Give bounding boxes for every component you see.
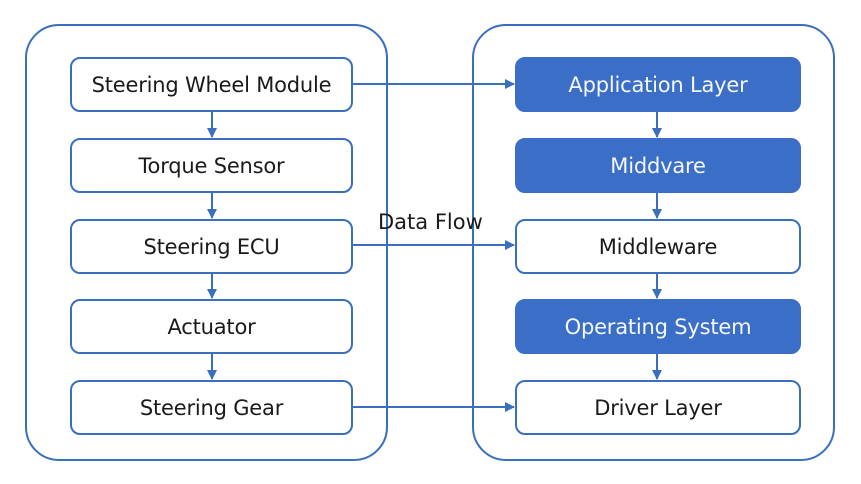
actuator-box[interactable]: Actuator (70, 299, 353, 354)
application-layer-box[interactable]: Application Layer (515, 57, 801, 112)
middvare-box[interactable]: Middvare (515, 138, 801, 193)
operating-system-box[interactable]: Operating System (515, 299, 801, 354)
steering-ecu-box[interactable]: Steering ECU (70, 219, 353, 274)
data-flow-label: Data Flow (378, 210, 483, 234)
middleware-box[interactable]: Middleware (515, 219, 801, 274)
steering-gear-box[interactable]: Steering Gear (70, 380, 353, 435)
torque-sensor-box[interactable]: Torque Sensor (70, 138, 353, 193)
driver-layer-box[interactable]: Driver Layer (515, 380, 801, 435)
steering-wheel-module-box[interactable]: Steering Wheel Module (70, 57, 353, 112)
